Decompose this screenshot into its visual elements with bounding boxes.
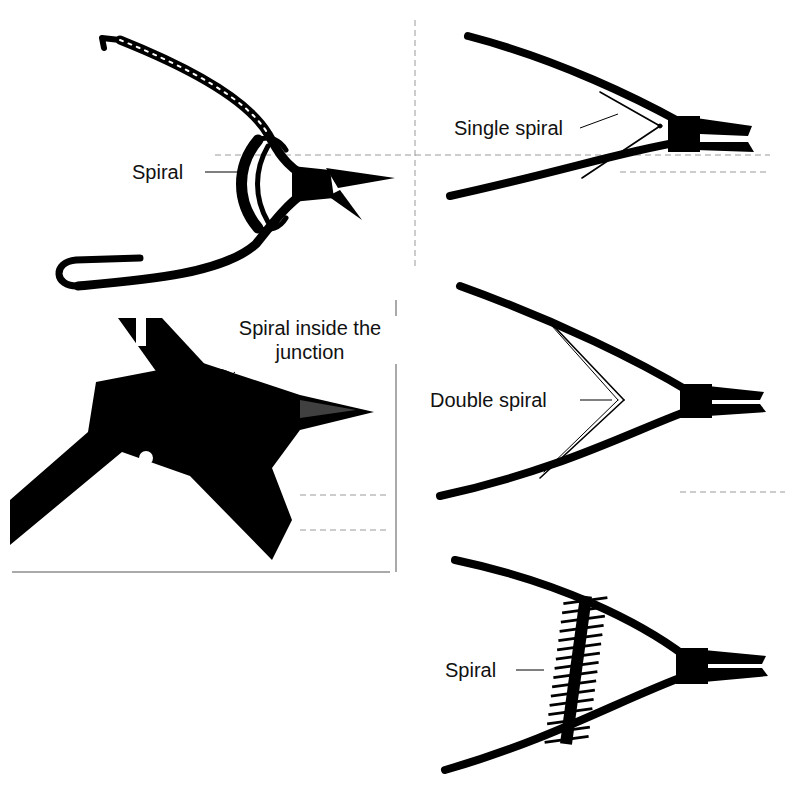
coil-winding — [553, 672, 597, 678]
coil-winding — [550, 699, 594, 705]
coil-winding — [558, 635, 602, 641]
coil-winding — [557, 644, 601, 650]
nipper-head — [680, 384, 766, 418]
coil-spring — [545, 596, 608, 744]
leader-line — [205, 172, 238, 173]
coil-winding — [563, 598, 607, 604]
leader-line — [228, 372, 235, 378]
nipper-head — [668, 116, 754, 152]
coil-winding — [545, 736, 589, 742]
coil-winding — [562, 607, 606, 613]
coil-winding — [547, 718, 591, 724]
junction-spring — [204, 369, 246, 402]
coil-winding — [555, 662, 599, 668]
part-label: Spiral — [130, 160, 185, 184]
nipper-single-spring — [450, 36, 680, 196]
coil-winding — [552, 681, 596, 687]
part-label: Spiral inside the junction — [210, 316, 410, 364]
coil-winding — [551, 690, 595, 696]
part-label: Spiral — [443, 658, 498, 682]
coil-winding — [561, 616, 605, 622]
coil-winding — [548, 709, 592, 715]
nipper-head — [292, 166, 395, 220]
coil-winding — [560, 625, 604, 631]
coil-winding — [546, 727, 590, 733]
part-label: Single spiral — [452, 116, 565, 140]
leader-line — [516, 670, 544, 671]
scan-artifact — [215, 20, 785, 530]
part-label: Double spiral — [428, 388, 549, 412]
leader-line — [580, 114, 618, 128]
coil-winding — [556, 653, 600, 659]
nipper-leaf-spring — [59, 38, 305, 286]
nipper-head — [676, 648, 768, 684]
leader-line — [580, 400, 612, 401]
